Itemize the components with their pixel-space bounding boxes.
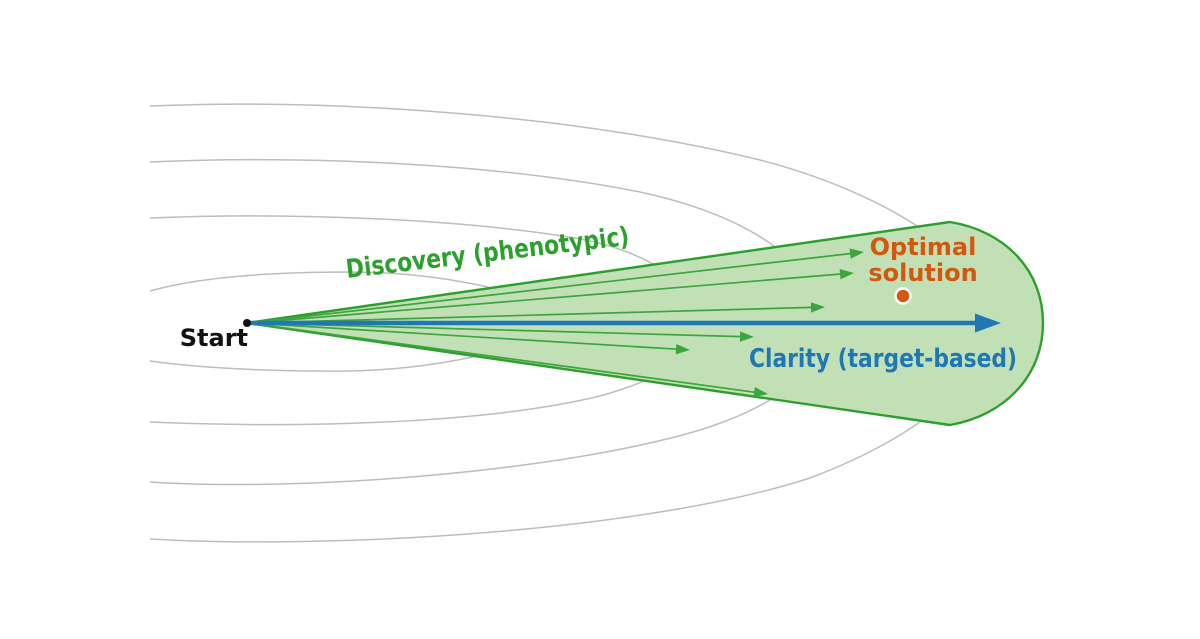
discovery-arrow-4-head [739, 331, 754, 342]
optimal-solution-label-line2: solution [868, 259, 977, 287]
clarity-label: Clarity (target-based) [749, 344, 1017, 374]
discovery-arrow-2-head [839, 268, 854, 280]
discovery-arrow-6-head [753, 386, 768, 398]
optimal-solution-dot [894, 287, 912, 305]
discovery-arrow-3 [248, 306, 813, 324]
discovery-arrow-4 [248, 322, 742, 338]
discovery-arrow-5-head [675, 343, 690, 355]
discovery-arrow-3-head [810, 302, 825, 313]
optimal-solution-label-line1: Optimal [870, 233, 977, 261]
discovery-arrow-1-head [849, 248, 864, 259]
discovery-arrows [248, 248, 864, 398]
discovery-arrow-1 [248, 252, 852, 324]
start-point-dot [243, 319, 251, 327]
discovery-arrow-6 [248, 322, 756, 394]
discovery-arrow-5 [248, 322, 678, 351]
start-label: Start [180, 324, 248, 352]
discovery-arrow-2 [248, 273, 842, 324]
clarity-arrow-head [975, 313, 1001, 333]
clarity-arrow [250, 313, 1001, 333]
